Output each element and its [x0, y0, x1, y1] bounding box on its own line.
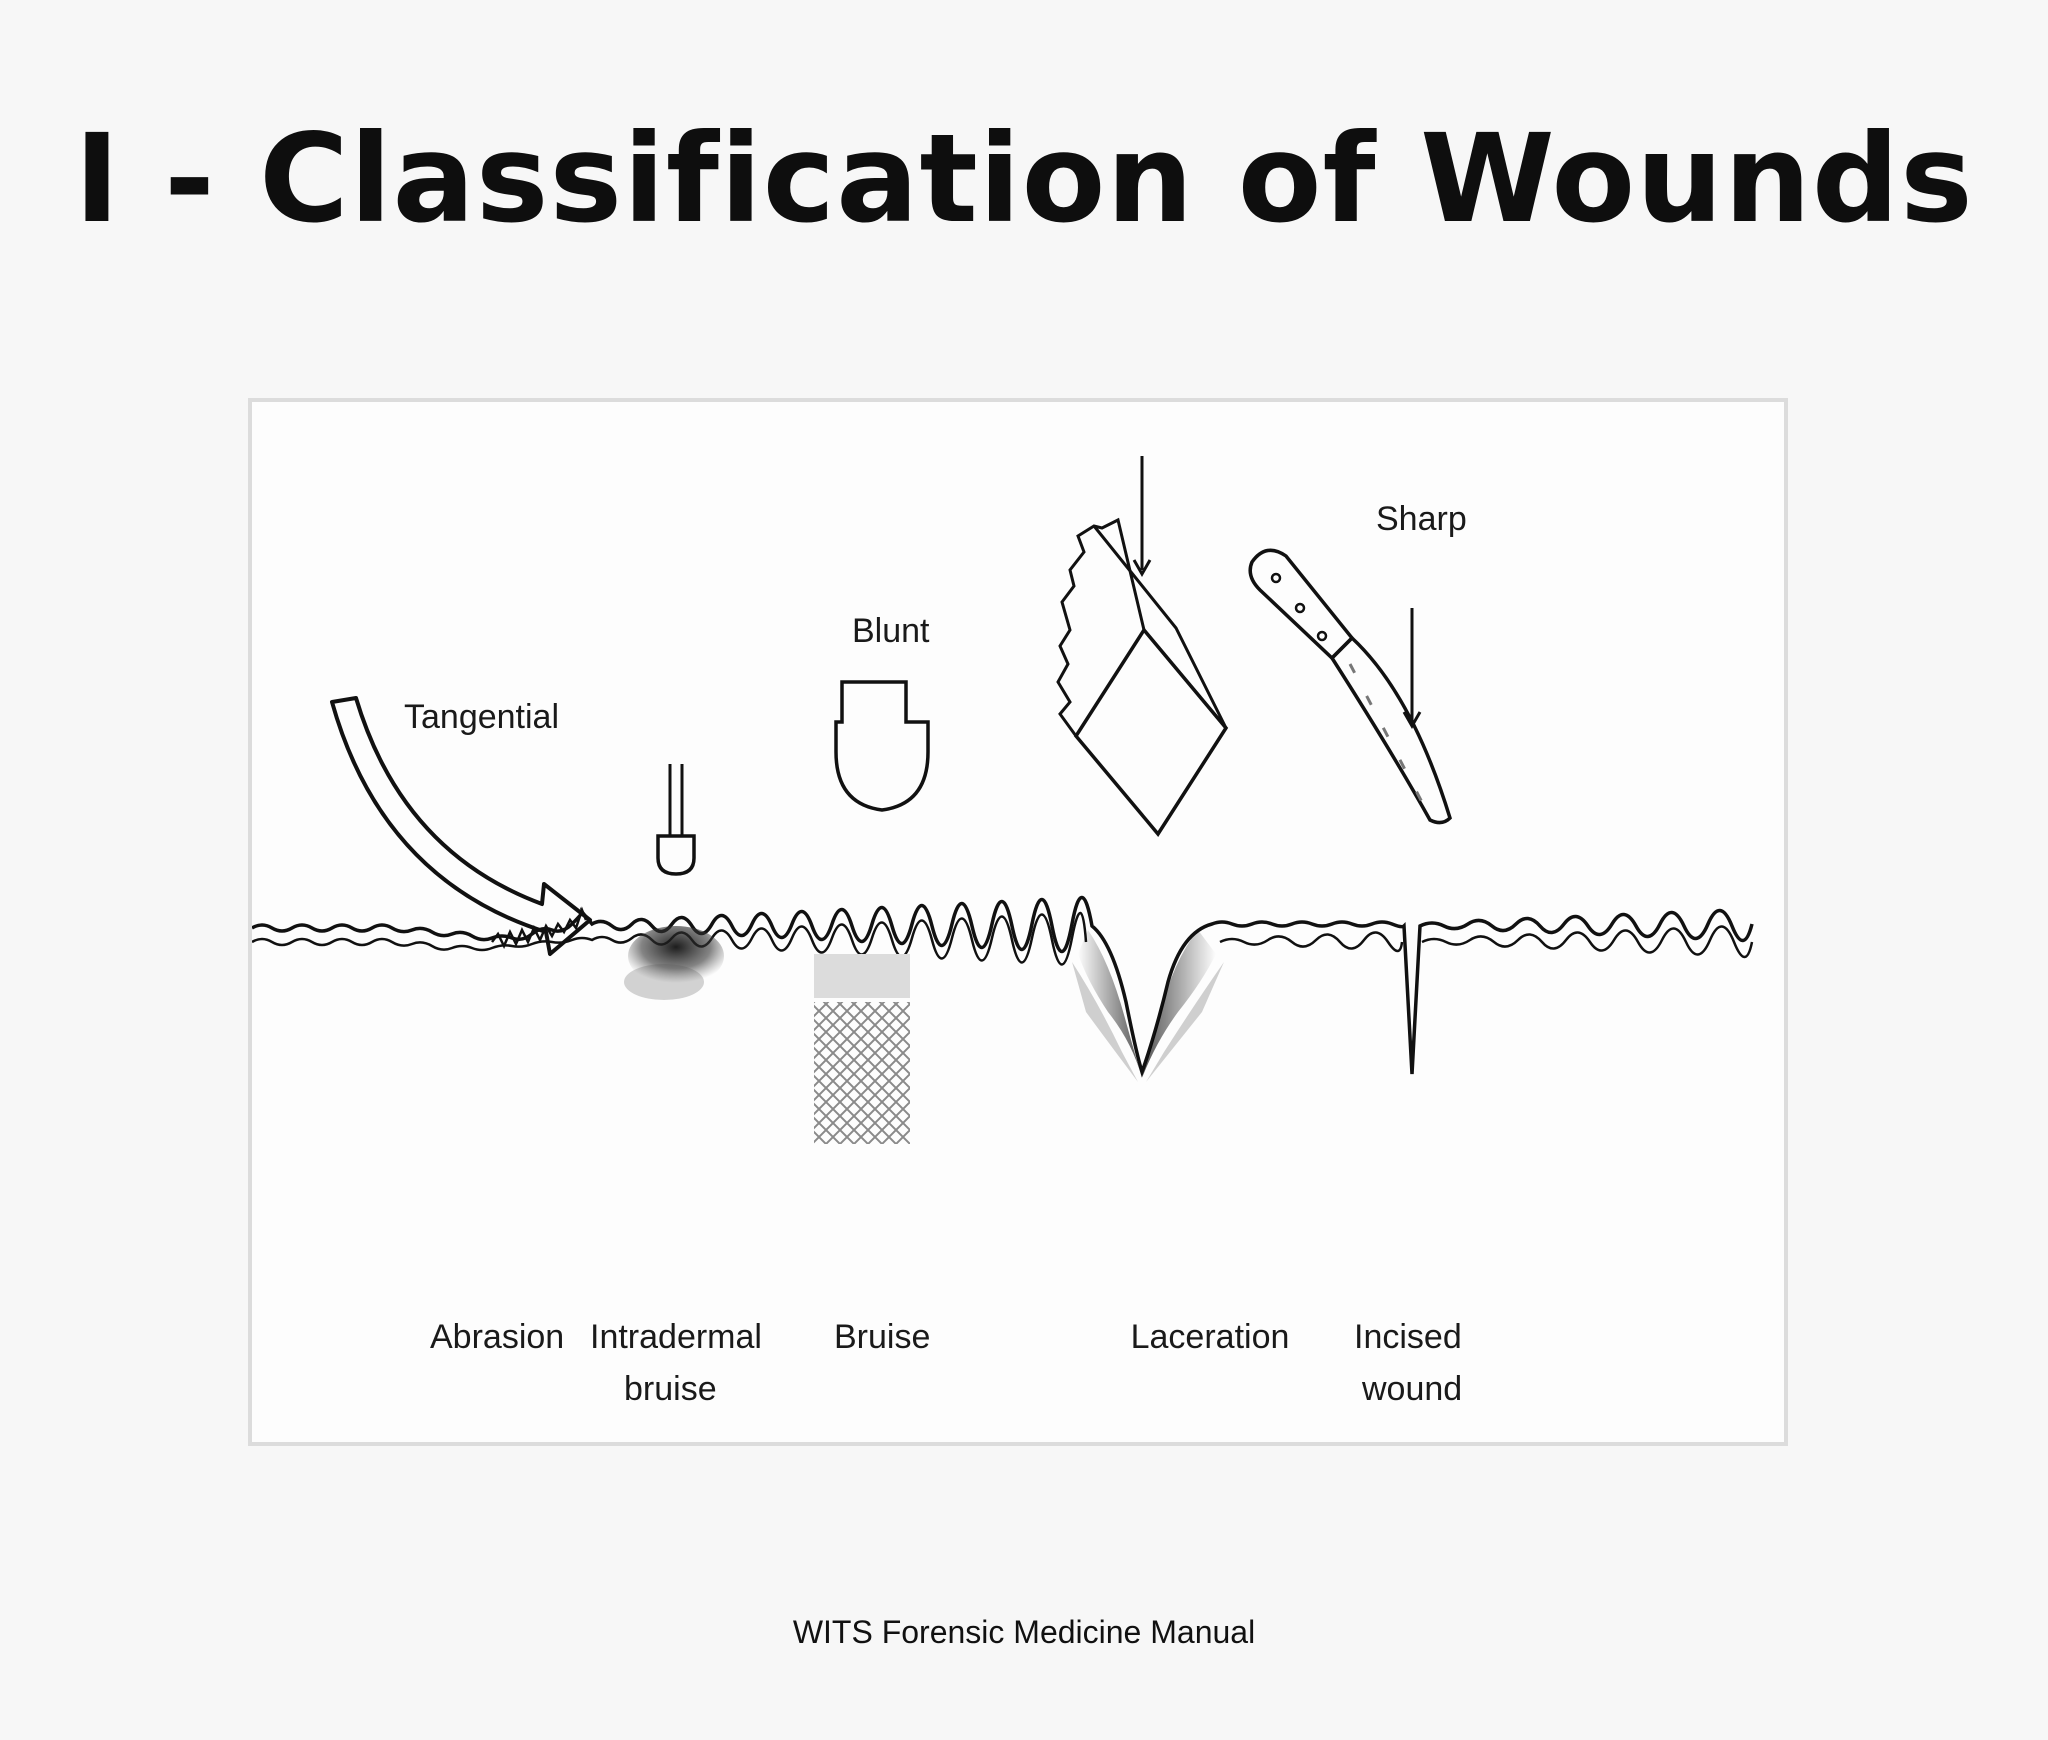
tangential-label: Tangential	[404, 698, 559, 736]
laceration-label: Laceration	[1131, 1318, 1290, 1356]
tangential-arrow-icon	[330, 696, 592, 956]
slide-title: I - Classification of Wounds	[74, 108, 1974, 250]
wound-diagram: Tangential Blunt Sharp	[248, 398, 1788, 1446]
footer-caption: WITS Forensic Medicine Manual	[792, 1614, 1256, 1650]
bruise-label: Bruise	[834, 1318, 930, 1356]
incised-wound-label-line1: Incised	[1354, 1318, 1462, 1356]
intradermal-bruise-label-line1: Intradermal	[590, 1318, 762, 1356]
intradermal-bruise-label-line2: bruise	[624, 1370, 717, 1408]
abrasion-wound	[491, 906, 588, 949]
blunt-block-icon	[1056, 456, 1229, 837]
wound-diagram-svg: Tangential Blunt Sharp	[252, 456, 1754, 1408]
intradermal-probe-icon	[656, 764, 696, 876]
abrasion-label: Abrasion	[430, 1318, 564, 1356]
skin-surface	[252, 895, 1754, 1078]
knife-icon	[1248, 548, 1452, 825]
blunt-label: Blunt	[852, 612, 930, 650]
intradermal-bruise-wound	[624, 926, 724, 1000]
bruise-wound	[814, 954, 910, 1144]
incised-wound-label-line2: wound	[1361, 1370, 1462, 1408]
laceration-wound	[1072, 930, 1224, 1082]
blunt-object-icon	[834, 680, 930, 812]
sharp-label: Sharp	[1376, 500, 1467, 538]
